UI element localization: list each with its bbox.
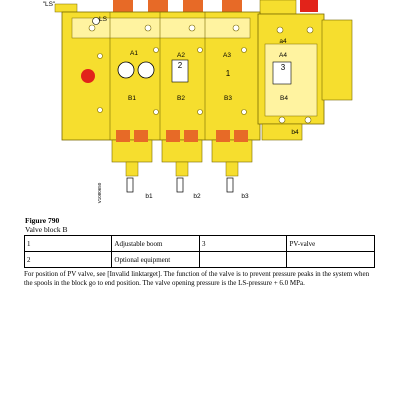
callout-b4-side: b4	[291, 129, 299, 136]
legend-number: 1	[23, 235, 113, 252]
callout-ls-top: "LS"	[43, 1, 56, 8]
callout-b3: B3	[224, 95, 232, 102]
table-row: 1 Adjustable boom 3 PV-valve	[23, 235, 375, 252]
callout-a4: A4	[279, 52, 287, 59]
callout-b1: B1	[128, 95, 136, 102]
callout-ls-port: LS	[99, 16, 108, 23]
description-note: For position of PV valve, see [Invalid l…	[24, 270, 370, 287]
figure-code: V1080650	[97, 182, 102, 203]
callout-bottom-b3: b3	[241, 193, 249, 200]
spool-housings	[111, 123, 303, 193]
legend-table: 1 Adjustable boom 3 PV-valve 2 Optional …	[23, 235, 375, 268]
legend-label: PV-valve	[286, 235, 375, 252]
callout-section-1: 1	[226, 69, 231, 78]
callout-b4: B4	[280, 95, 288, 102]
callout-bottom-b2: b2	[193, 193, 201, 200]
legend-number: 3	[199, 235, 288, 252]
callout-a4-side: a4	[279, 38, 287, 45]
callout-bottom-b1: b1	[145, 193, 153, 200]
figure-title: Figure 790	[25, 216, 60, 225]
legend-label: Optional equipment	[111, 251, 201, 268]
valve-block-body	[61, 11, 353, 141]
callout-section-2: 2	[178, 61, 183, 70]
figure-subtitle: Valve block B	[25, 225, 68, 234]
table-row: 2 Optional equipment	[23, 251, 375, 268]
callout-a1: A1	[130, 50, 138, 57]
valve-block-illustration: "LS" LS A1 A2 A3 A4 B1 B2 B3 B4 2 1 3 a4…	[43, 0, 353, 203]
callout-a2: A2	[177, 52, 185, 59]
red-plug	[81, 69, 95, 83]
legend-number	[199, 251, 288, 268]
callout-a3: A3	[223, 52, 231, 59]
callout-b2: B2	[177, 95, 185, 102]
callout-section-3: 3	[281, 63, 286, 72]
legend-label: Adjustable boom	[111, 235, 201, 252]
legend-label	[286, 251, 375, 268]
legend-number: 2	[23, 251, 113, 268]
